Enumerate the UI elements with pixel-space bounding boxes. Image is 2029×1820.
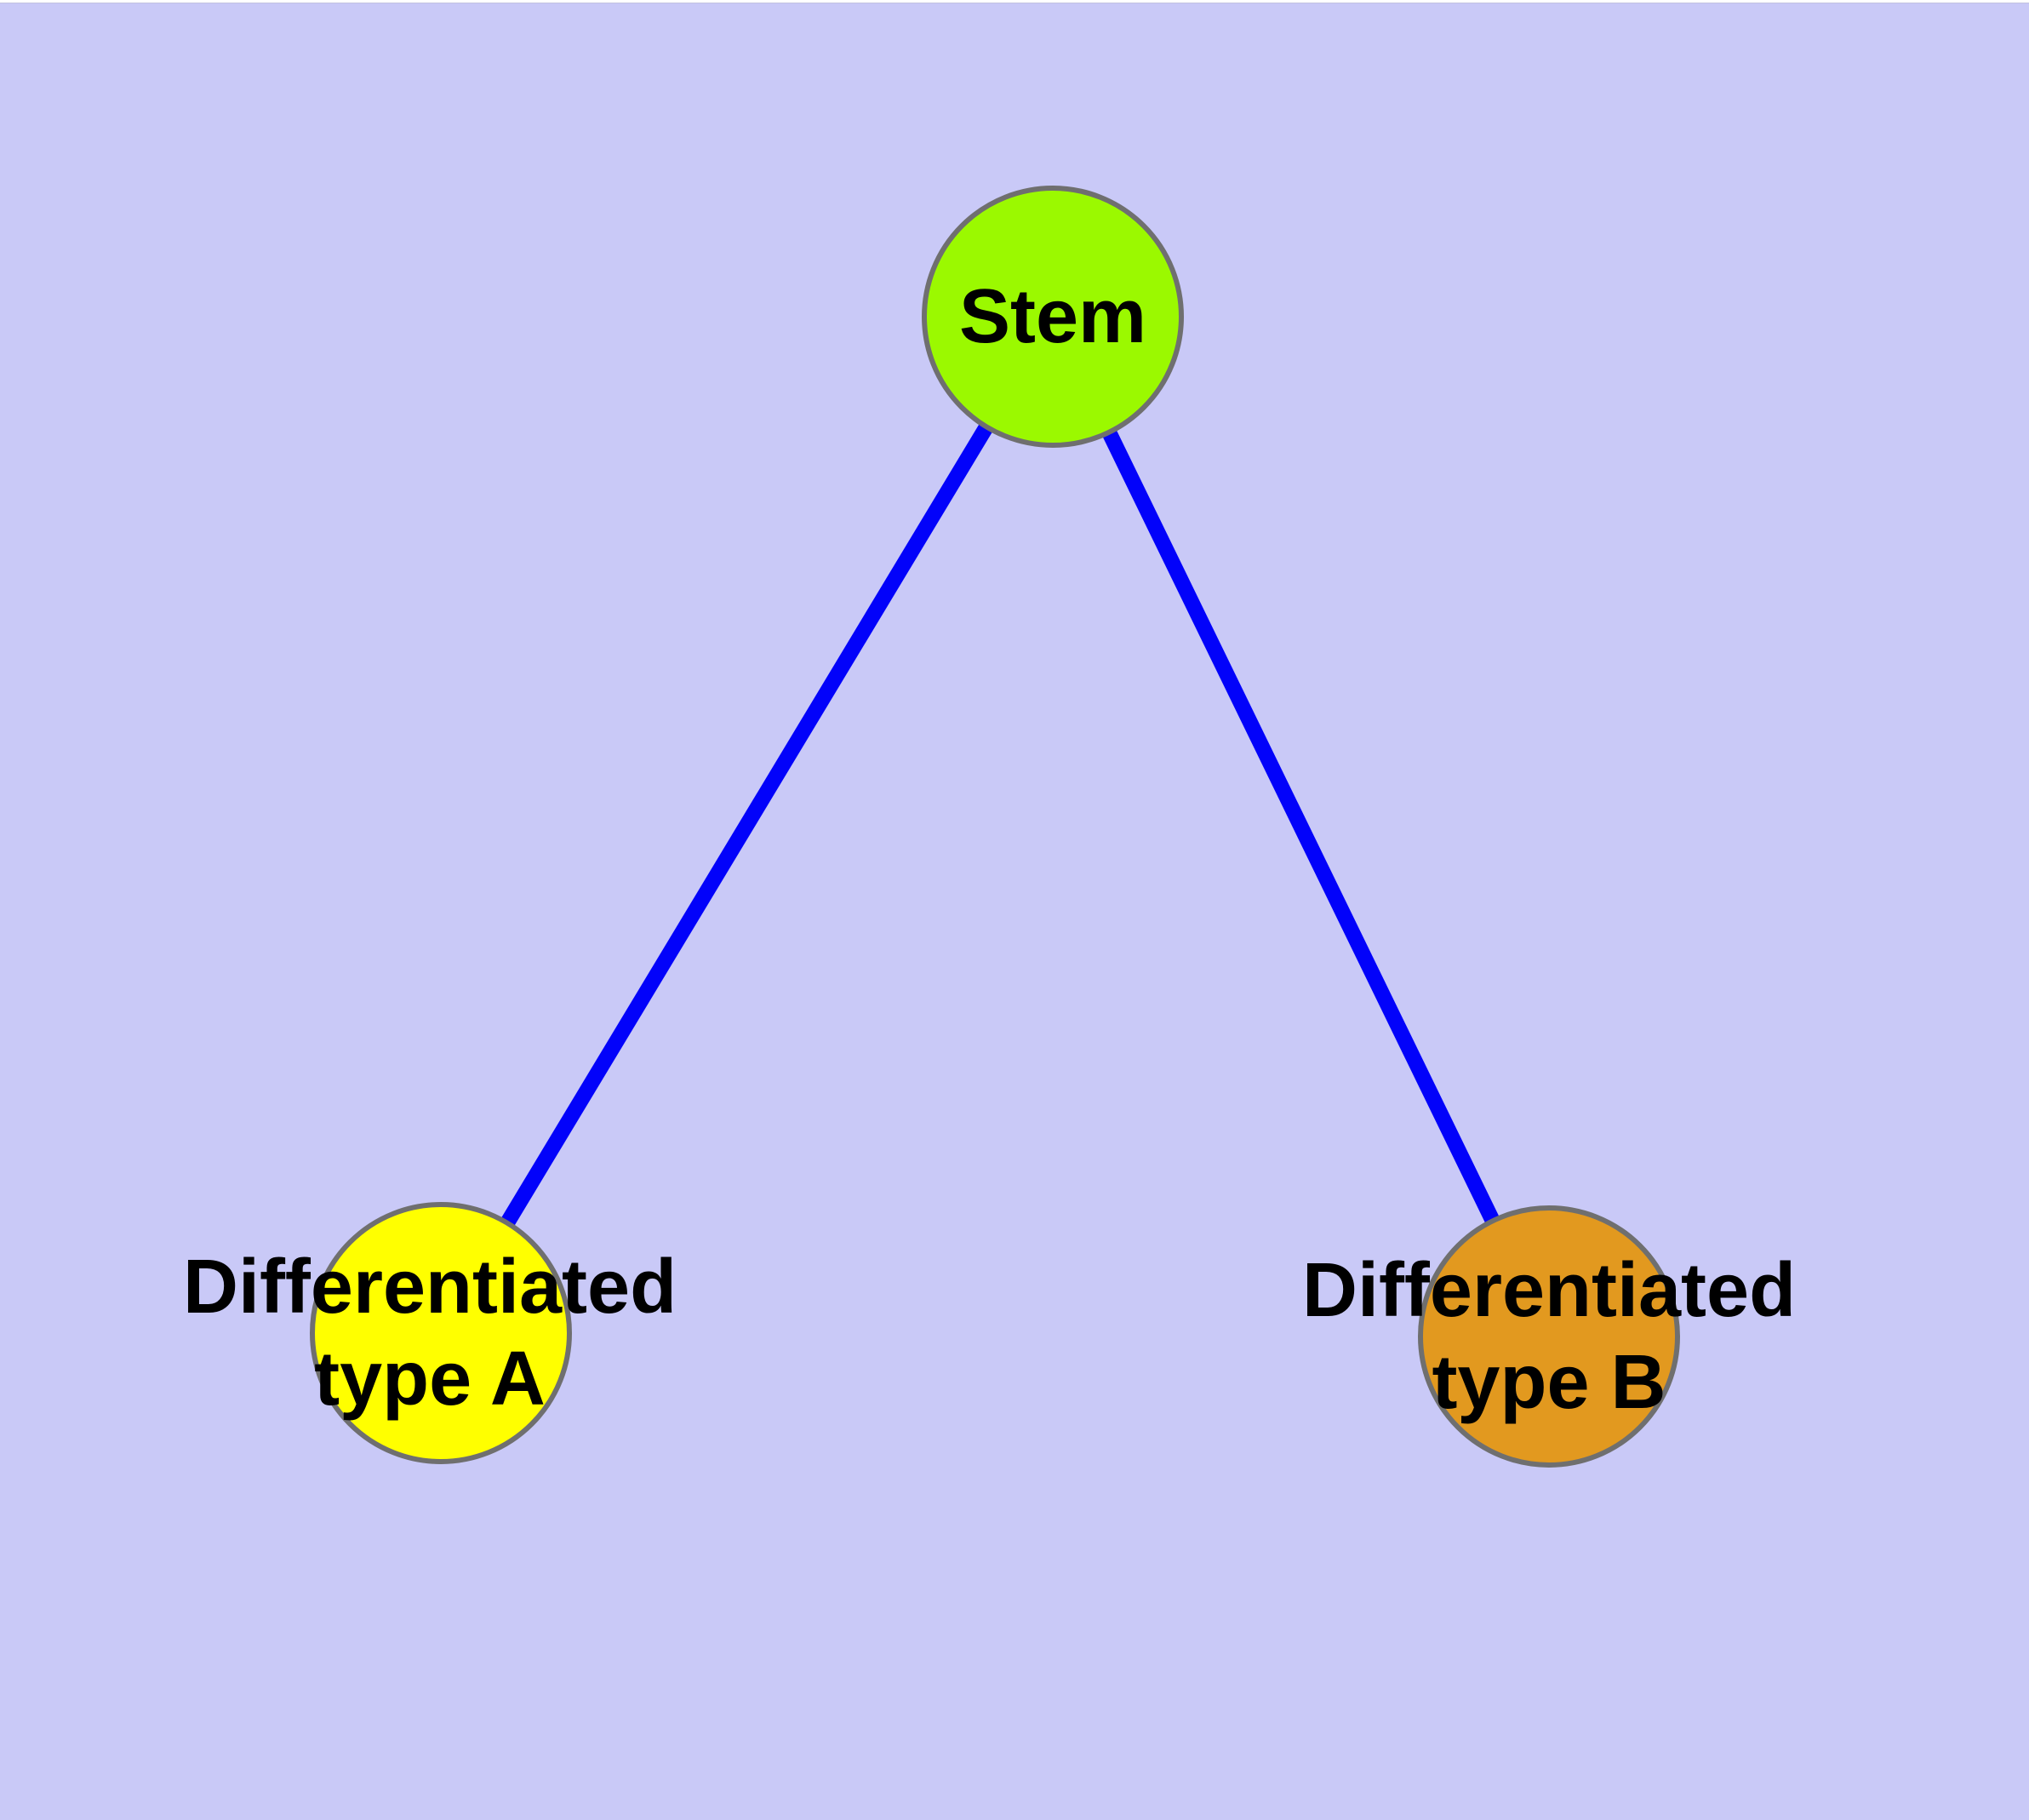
stem-node-label-line1: Stem	[958, 274, 1147, 359]
type-a-node-border	[310, 1202, 572, 1464]
type-b-node-border	[1418, 1205, 1680, 1468]
stem-node-label: Stem	[959, 271, 1146, 363]
edge-stem-to-type-a	[434, 312, 1060, 1337]
type-a-node-label: Differentiated type A	[183, 1241, 677, 1425]
edge-stem-to-type-b	[1045, 313, 1557, 1340]
type-b-node-label: Differentiated type B	[1302, 1245, 1796, 1428]
type-b-node-label-line2: type B	[1432, 1340, 1666, 1425]
type-b-node-label-line1: Differentiated	[1301, 1248, 1797, 1333]
type-a-node-circle	[312, 1205, 569, 1462]
type-a-node-label-line2: type A	[314, 1336, 546, 1422]
window-top-edge	[0, 0, 2029, 3]
type-a-node-label-line1: Differentiated	[182, 1245, 677, 1330]
type-b-node-circle	[1420, 1208, 1677, 1465]
stem-node-border	[922, 186, 1184, 448]
stem-node-circle	[924, 188, 1181, 445]
